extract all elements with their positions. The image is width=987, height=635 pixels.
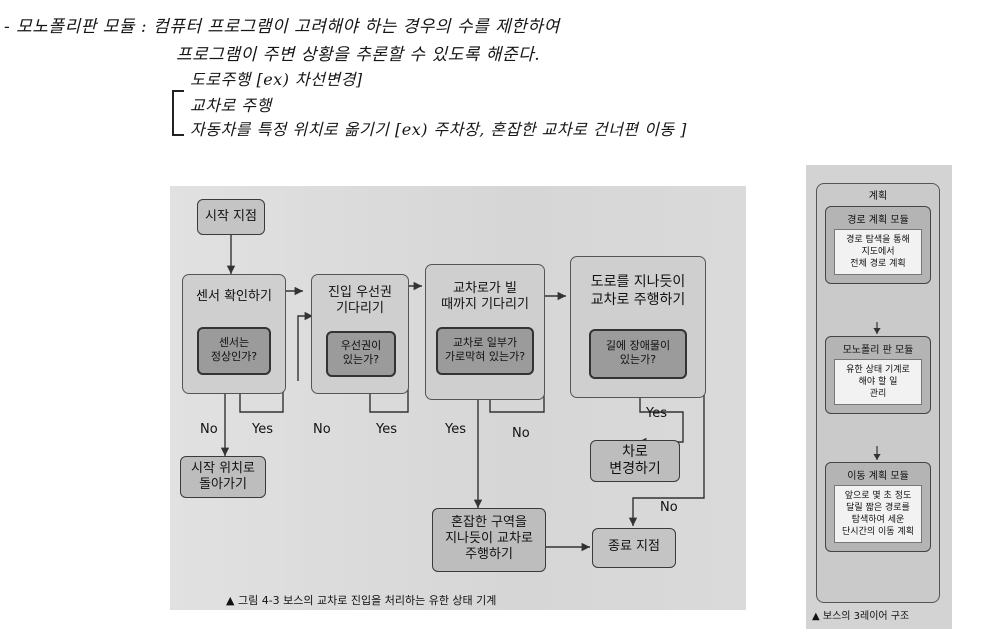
flowchart-caption: ▲ 그림 4-3 보스의 교차로 진입을 처리하는 유한 상태 기계 [226, 594, 497, 607]
monopoly-board-module: 모노폴리 판 모듈 유한 상태 기계로 해야 할 일 관리 [825, 336, 931, 414]
layers-page: 계획 경로 계획 모듈 경로 탐색을 통해 지도에서 전체 경로 계획 모노폴리… [806, 165, 952, 629]
edge-label-no-1: No [200, 422, 218, 437]
decision-obstacle: 길에 장애물이 있는가? [589, 329, 687, 379]
edge-label-yes-4: Yes [646, 406, 667, 421]
layers-title: 계획 [868, 191, 888, 202]
monopoly-board-head: 모노폴리 판 모듈 [842, 345, 914, 356]
edge-label-no-3: No [512, 426, 530, 441]
edge-label-no-4: No [660, 500, 678, 515]
note-line-1: - 모노폴리판 모듈 : 컴퓨터 프로그램이 고려해야 하는 경우의 수를 제한… [4, 17, 560, 37]
route-planning-module: 경로 계획 모듈 경로 탐색을 통해 지도에서 전체 경로 계획 [825, 206, 931, 284]
state-change-lane: 차로 변경하기 [590, 440, 680, 482]
motion-planning-module: 이동 계획 모듈 앞으로 몇 초 정도 달릴 짧은 경로를 탐색하여 세운 단시… [825, 462, 931, 552]
intersection-blocked-label: 교차로 일부가 가로막혀 있는가? [444, 336, 526, 363]
congested-drive-label: 혼잡한 구역을 지나듯이 교차로 주행하기 [445, 515, 533, 562]
has-priority-label: 우선권이 있는가? [340, 339, 382, 366]
decision-intersection-blocked: 교차로 일부가 가로막혀 있는가? [436, 327, 534, 375]
state-congested-drive: 혼잡한 구역을 지나듯이 교차로 주행하기 [432, 508, 546, 572]
state-sensor-check: 센서 확인하기 센서는 정상인가? [182, 274, 286, 394]
layers-arrows [873, 322, 881, 460]
wait-priority-label: 진입 우선권 기다리기 [328, 285, 392, 316]
layers-caption: ▲ 보스의 3레이어 구조 [812, 611, 910, 622]
state-wait-priority: 진입 우선권 기다리기 우선권이 있는가? [311, 274, 409, 394]
motion-planning-body: 앞으로 몇 초 정도 달릴 짧은 경로를 탐색하여 세운 단시간의 이동 계획 [834, 485, 922, 543]
monopoly-board-body: 유한 상태 기계로 해야 할 일 관리 [834, 359, 922, 405]
state-drive-like-road: 도로를 지나듯이 교차로 주행하기 길에 장애물이 있는가? [570, 256, 706, 398]
flowchart-page: 시작 지점 센서 확인하기 센서는 정상인가? 진입 우선권 기다리기 우선권이… [170, 186, 746, 610]
note-bracket [172, 90, 184, 136]
edge-label-yes-1: Yes [252, 422, 273, 437]
edge-label-yes-2: Yes [376, 422, 397, 437]
motion-planning-head: 이동 계획 모듈 [847, 471, 909, 482]
drive-like-road-label: 도로를 지나듯이 교차로 주행하기 [590, 274, 686, 308]
obstacle-label: 길에 장애물이 있는가? [605, 339, 671, 366]
decision-sensor-ok: 센서는 정상인가? [197, 327, 271, 375]
decision-has-priority: 우선권이 있는가? [326, 331, 396, 377]
wait-intersection-label: 교차로가 빌 때까지 기다리기 [441, 281, 529, 312]
end-node: 종료 지점 [592, 528, 676, 568]
route-planning-head: 경로 계획 모듈 [847, 215, 909, 226]
route-planning-body: 경로 탐색을 통해 지도에서 전체 경로 계획 [834, 229, 922, 275]
start-label: 시작 지점 [205, 209, 257, 224]
sensor-ok-label: 센서는 정상인가? [210, 336, 258, 363]
edge-label-yes-3: Yes [445, 422, 466, 437]
note-line-2: 프로그램이 주변 상황을 추론할 수 있도록 해준다. [176, 45, 541, 65]
layers-frame: 계획 경로 계획 모듈 경로 탐색을 통해 지도에서 전체 경로 계획 모노폴리… [816, 183, 940, 603]
change-lane-label: 차로 변경하기 [609, 444, 661, 477]
note-item-1: 도로주행 [ex) 차선변경] [190, 70, 363, 89]
note-item-2: 교차로 주행 [190, 96, 272, 115]
state-wait-intersection: 교차로가 빌 때까지 기다리기 교차로 일부가 가로막혀 있는가? [425, 264, 545, 400]
handwritten-notes: - 모노폴리판 모듈 : 컴퓨터 프로그램이 고려해야 하는 경우의 수를 제한… [0, 0, 987, 160]
sensor-check-label: 센서 확인하기 [196, 289, 272, 304]
end-label: 종료 지점 [608, 539, 660, 554]
start-node: 시작 지점 [197, 199, 265, 235]
edge-label-no-2: No [313, 422, 331, 437]
state-return-start: 시작 위치로 돌아가기 [180, 456, 266, 498]
return-start-label: 시작 위치로 돌아가기 [191, 461, 255, 492]
note-item-3: 자동차를 특정 위치로 옮기기 [ex) 주차장, 혼잡한 교차로 건너편 이동… [190, 120, 687, 139]
